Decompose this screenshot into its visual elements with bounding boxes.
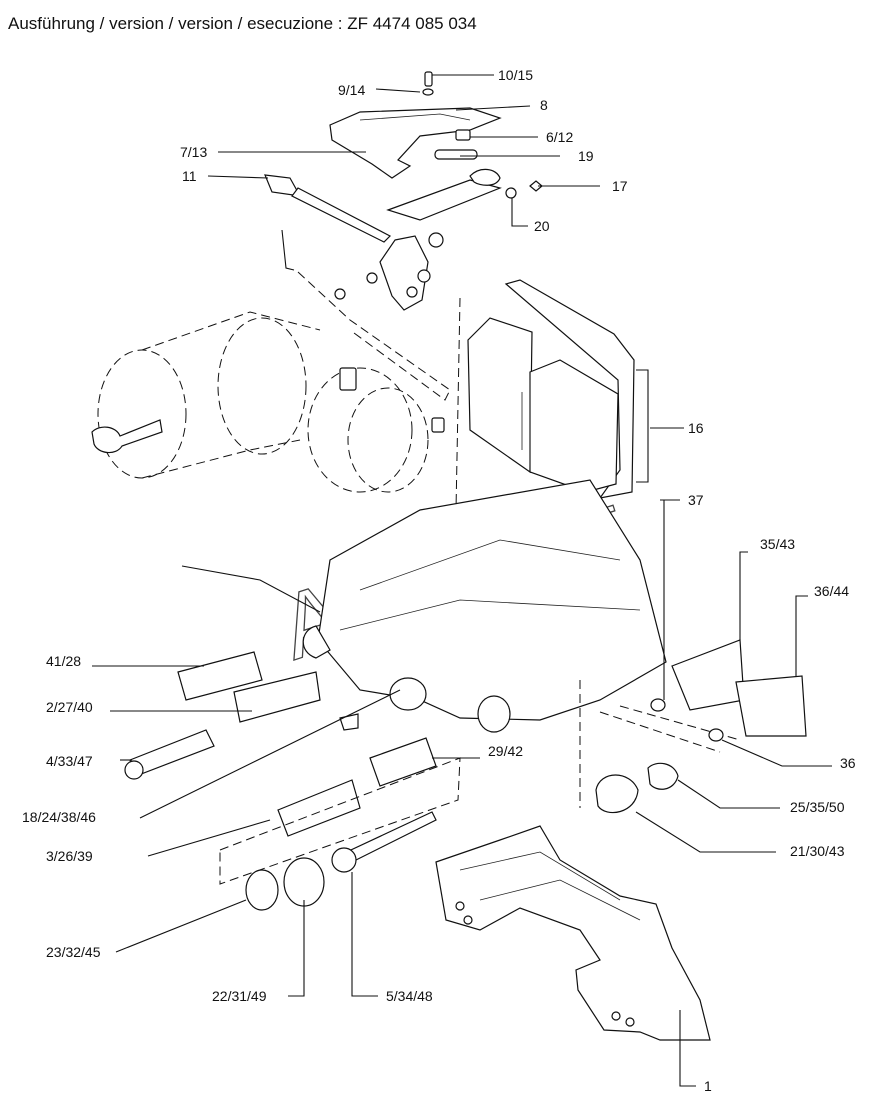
linkage-assembly: [264, 71, 543, 311]
callout-9-14: 9/14: [338, 82, 365, 98]
callout-1: 1: [704, 1078, 712, 1094]
diagram-title: Ausführung / version / version / esecuzi…: [8, 14, 477, 33]
callout-21-30-43: 21/30/43: [790, 843, 845, 859]
callout-6-12: 6/12: [546, 129, 573, 145]
callout-19: 19: [578, 148, 594, 164]
callout-41-28: 41/28: [46, 653, 81, 669]
callout-22-31-49: 22/31/49: [212, 988, 267, 1004]
callout-29-42: 29/42: [488, 743, 523, 759]
callout-4-33-47: 4/33/47: [46, 753, 93, 769]
callout-20: 20: [534, 218, 550, 234]
right-small-parts: [579, 639, 807, 814]
callout-5-34-48: 5/34/48: [386, 988, 433, 1004]
callout-2-27-40: 2/27/40: [46, 699, 93, 715]
caliper-body: [181, 479, 667, 733]
callout-23-32-45: 23/32/45: [46, 944, 101, 960]
leader-lines: [92, 74, 832, 1087]
caliper-carrier: [435, 825, 711, 1041]
brake-pads: [467, 279, 635, 499]
callout-11: 11: [182, 168, 197, 184]
callout-7-13: 7/13: [180, 144, 207, 160]
brake-cylinders: [91, 311, 445, 493]
callout-17: 17: [612, 178, 628, 194]
callout-10-15: 10/15: [498, 67, 533, 83]
callout-37: 37: [688, 492, 704, 508]
callout-36-44: 36/44: [814, 583, 849, 599]
callout-35-43: 35/43: [760, 536, 795, 552]
callout-labels: 10/15 9/14 8 6/12 7/13 19 11 17 20 16 37…: [22, 67, 856, 1094]
callout-16: 16: [688, 420, 704, 436]
left-small-parts: [124, 651, 461, 911]
callout-8: 8: [540, 97, 548, 113]
callout-36: 36: [840, 755, 856, 771]
callout-3-26-39: 3/26/39: [46, 848, 93, 864]
callout-18-24-38-46: 18/24/38/46: [22, 809, 96, 825]
callout-25-35-50: 25/35/50: [790, 799, 845, 815]
